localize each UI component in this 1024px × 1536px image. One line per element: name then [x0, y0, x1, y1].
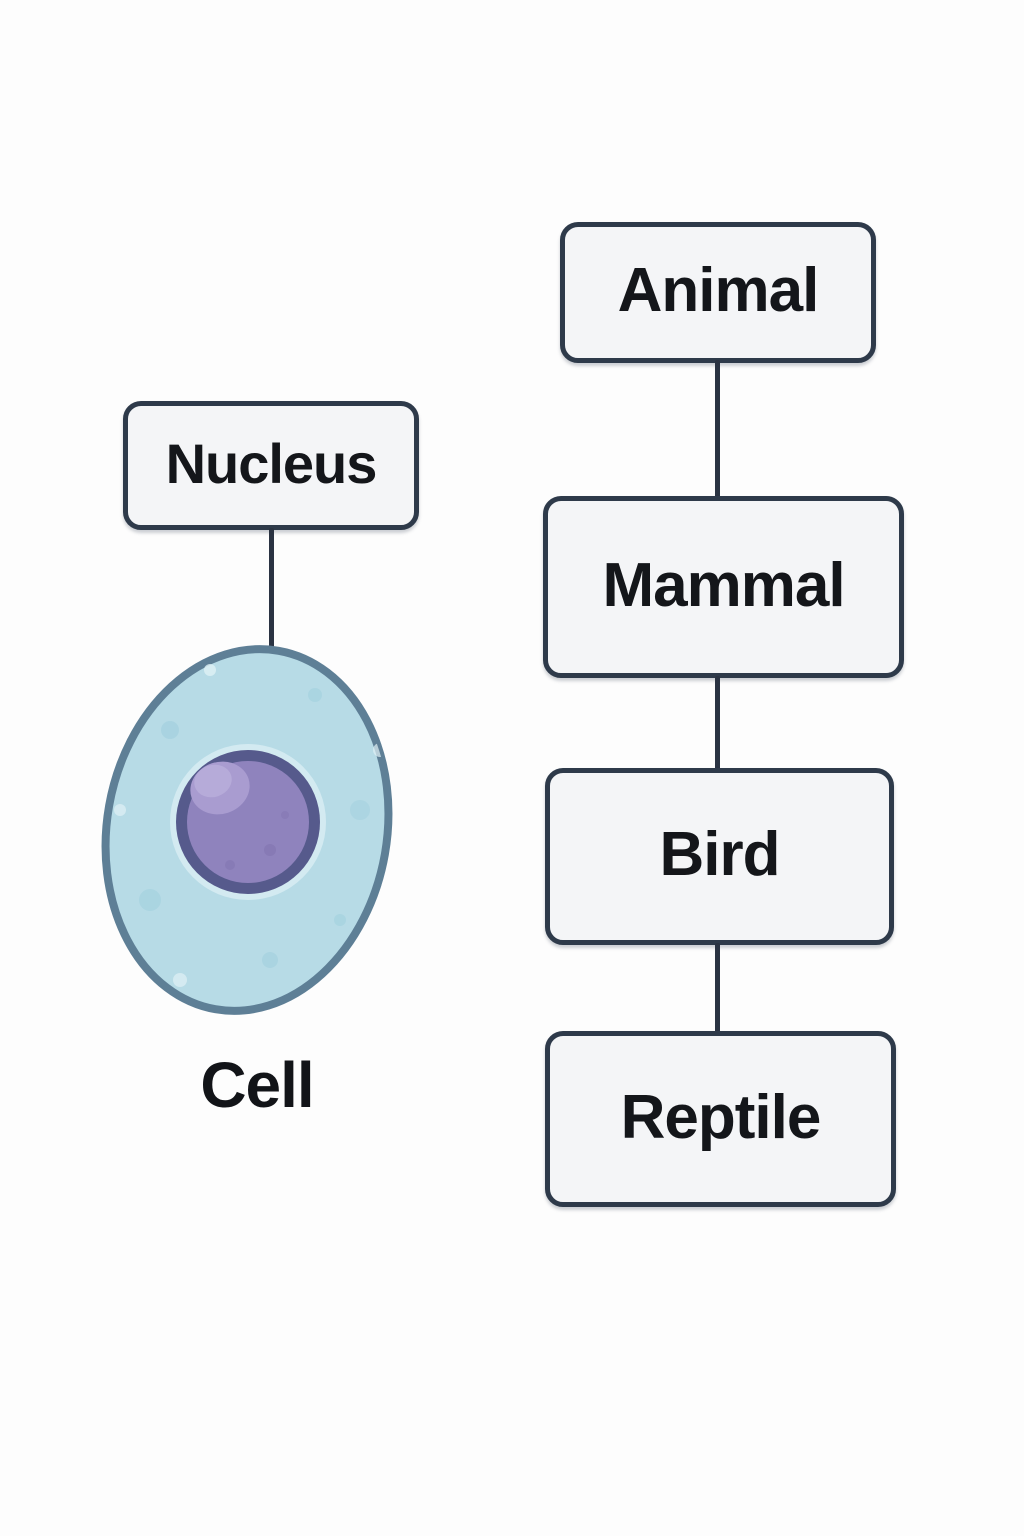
nucleus-speckle: [264, 844, 276, 856]
nucleus-label: Nucleus: [165, 432, 378, 495]
nucleus-highlight-bright: [194, 764, 232, 798]
connector-animal-to-mammal: [715, 360, 720, 498]
reptile-label: Reptile: [620, 1082, 822, 1152]
connector-nucleus-to-cell: [269, 528, 274, 650]
cytoplasm-texture: [114, 664, 387, 987]
animal-label: Animal: [617, 256, 820, 325]
chain-node-reptile: Reptile: [545, 1031, 896, 1207]
mammal-label: Mammal: [602, 550, 845, 620]
chain-node-mammal: Mammal: [543, 496, 904, 678]
nucleus-speckle: [281, 811, 289, 819]
cell-caption: Cell: [200, 1049, 314, 1121]
bird-label: Bird: [659, 820, 781, 889]
connector-mammal-to-bird: [715, 676, 720, 770]
chain-node-animal: Animal: [560, 222, 876, 363]
nucleus-label-box: Nucleus: [123, 401, 419, 530]
nucleus-speckle: [225, 860, 235, 870]
chain-node-bird: Bird: [545, 768, 894, 945]
cell-illustration: [101, 645, 393, 1015]
connector-bird-to-reptile: [715, 943, 720, 1033]
